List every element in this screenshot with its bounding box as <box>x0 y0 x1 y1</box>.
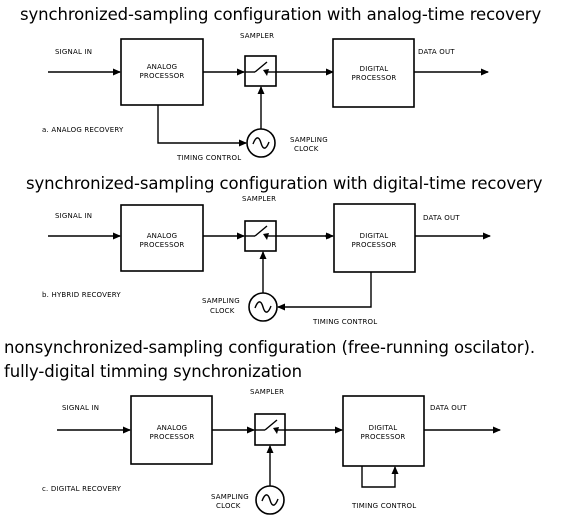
digital-processor-label-1: DIGITAL <box>360 232 389 240</box>
timing-control-label: TIMING CONTROL <box>312 318 377 326</box>
digital-processor-label-2: PROCESSOR <box>352 241 397 249</box>
diagram-analog-recovery: SIGNAL IN SAMPLER DATA OUT ANALOG PROCES… <box>42 32 489 162</box>
caption-c: c. DIGITAL RECOVERY <box>42 485 122 493</box>
digital-processor-box <box>332 38 415 108</box>
timing-control-wire <box>157 105 247 147</box>
sampling-clock-icon <box>255 485 285 515</box>
sampler-switch-icon <box>244 220 277 252</box>
junction-dot <box>325 233 331 239</box>
analog-processor-label-2: PROCESSOR <box>150 433 195 441</box>
sampling-clock-label-1: SAMPLING <box>290 136 328 144</box>
analog-processor-label-2: PROCESSOR <box>140 72 185 80</box>
timing-control-label: TIMING CONTROL <box>351 502 416 510</box>
sampler-label: SAMPLER <box>240 32 274 40</box>
analog-processor-label-2: PROCESSOR <box>140 241 185 249</box>
caption-b: b. HYBRID RECOVERY <box>42 291 121 299</box>
caption-a: a. ANALOG RECOVERY <box>42 126 124 134</box>
digital-processor-label-1: DIGITAL <box>369 424 398 432</box>
sampler-switch-icon <box>244 55 277 87</box>
analog-processor-label-1: ANALOG <box>147 232 178 240</box>
analog-processor-label-1: ANALOG <box>157 424 188 432</box>
sampling-clock-label-2: CLOCK <box>210 307 235 315</box>
sampling-clock-label-2: CLOCK <box>216 502 241 510</box>
heading-analog-recovery: synchronized-sampling configuration with… <box>20 5 542 24</box>
data-out-label: DATA OUT <box>418 48 455 56</box>
signal-in-label: SIGNAL IN <box>55 48 92 56</box>
sampling-clock-icon <box>248 292 278 322</box>
heading-fully-digital: fully-digital timming synchronization <box>4 362 302 381</box>
digital-processor-label-2: PROCESSOR <box>352 74 397 82</box>
digital-processor-box <box>333 203 416 273</box>
digital-processor-label-2: PROCESSOR <box>361 433 406 441</box>
signal-in-label: SIGNAL IN <box>62 404 99 412</box>
diagram-digital-recovery: SIGNAL IN SAMPLER DATA OUT ANALOG PROCES… <box>42 388 501 515</box>
sampler-label: SAMPLER <box>250 388 284 396</box>
sampling-clock-label-2: CLOCK <box>294 145 319 153</box>
analog-processor-label-1: ANALOG <box>147 63 178 71</box>
sampler-label: SAMPLER <box>242 195 276 203</box>
timing-control-label: TIMING CONTROL <box>176 154 241 162</box>
timing-control-wire <box>277 272 372 311</box>
timing-control-loop <box>361 466 399 488</box>
digital-processor-label-1: DIGITAL <box>360 65 389 73</box>
heading-digital-time-recovery: synchronized-sampling configuration with… <box>26 174 543 193</box>
signal-in-label: SIGNAL IN <box>55 212 92 220</box>
sampling-clock-icon <box>246 128 276 158</box>
sampling-clock-label-1: SAMPLING <box>202 297 240 305</box>
digital-processor-box <box>342 395 425 467</box>
data-out-label: DATA OUT <box>423 214 460 222</box>
heading-nonsynchronized-sampling: nonsynchronized-sampling configuration (… <box>4 338 535 357</box>
analog-processor-box <box>120 204 204 272</box>
data-out-label: DATA OUT <box>430 404 467 412</box>
sampling-clock-label-1: SAMPLING <box>211 493 249 501</box>
sampler-switch-icon <box>254 413 286 446</box>
diagram-hybrid-recovery: SIGNAL IN SAMPLER DATA OUT ANALOG PROCES… <box>42 195 491 326</box>
